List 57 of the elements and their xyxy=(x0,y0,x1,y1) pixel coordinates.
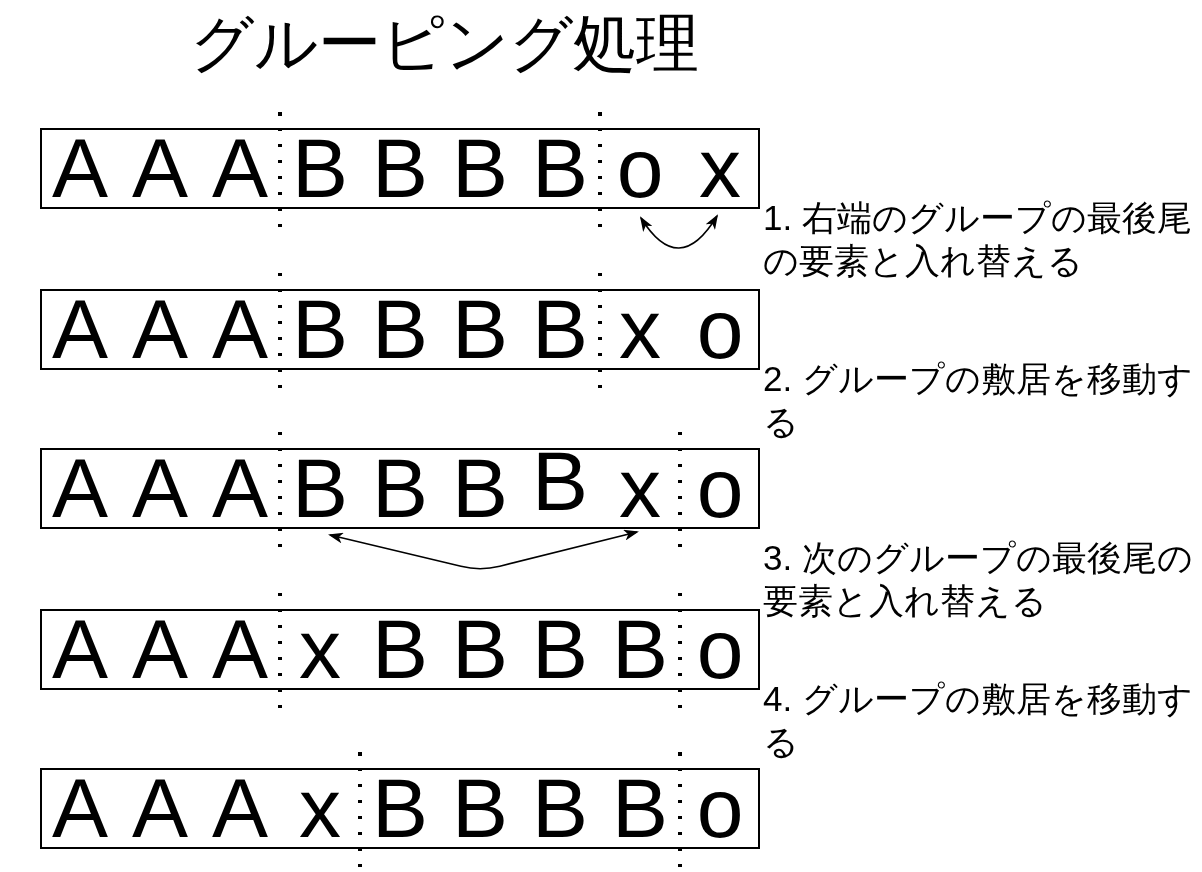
step-note: 4. グループの敷居を移動する xyxy=(763,678,1194,763)
letter: o xyxy=(696,291,744,368)
row-box xyxy=(40,609,760,690)
letter: A xyxy=(212,611,268,688)
letter: o xyxy=(616,130,664,207)
letter: A xyxy=(52,611,108,688)
letter: B xyxy=(372,450,428,527)
letter: A xyxy=(132,611,188,688)
double-headed-arrow xyxy=(639,214,719,249)
letter: x xyxy=(299,611,341,688)
letter: A xyxy=(52,130,108,207)
row-box xyxy=(40,448,760,529)
letter: B xyxy=(452,450,508,527)
letter: B xyxy=(532,611,588,688)
letter: B xyxy=(532,450,588,513)
double-headed-arrow xyxy=(328,529,639,570)
letter: A xyxy=(132,770,188,847)
letter: x xyxy=(619,450,661,527)
letter: x xyxy=(299,770,341,847)
letter: A xyxy=(212,130,268,207)
letter: A xyxy=(52,291,108,368)
letter: x xyxy=(619,291,661,368)
step-note: 2. グループの敷居を移動する xyxy=(763,358,1194,443)
letter: A xyxy=(52,450,108,527)
letter: B xyxy=(452,770,508,847)
letter: B xyxy=(372,130,428,207)
letter: A xyxy=(132,130,188,207)
letter: x xyxy=(699,130,741,207)
letter: A xyxy=(212,770,268,847)
letter: B xyxy=(292,130,348,207)
letter: o xyxy=(696,611,744,688)
letter: B xyxy=(452,611,508,688)
letter: B xyxy=(452,291,508,368)
letter: A xyxy=(132,291,188,368)
letter: B xyxy=(532,130,588,207)
step-note: 1. 右端のグループの最後尾の要素と入れ替える xyxy=(763,197,1193,282)
row-box xyxy=(40,768,760,849)
letter: B xyxy=(372,770,428,847)
letter: B xyxy=(372,611,428,688)
letter: o xyxy=(696,450,744,527)
row-box xyxy=(40,128,760,209)
letter: o xyxy=(696,770,744,847)
letter: B xyxy=(452,130,508,207)
letter: B xyxy=(612,611,668,688)
step-note: 3. 次のグループの最後尾の要素と入れ替える xyxy=(763,537,1194,622)
letter: B xyxy=(292,450,348,527)
letter: B xyxy=(532,291,588,368)
row-box xyxy=(40,289,760,370)
title: グルーピング処理 xyxy=(189,12,699,75)
letter: A xyxy=(212,291,268,368)
letter: A xyxy=(212,450,268,527)
letter: B xyxy=(292,291,348,368)
letter: B xyxy=(532,770,588,847)
letter: A xyxy=(132,450,188,527)
letter: B xyxy=(372,291,428,368)
letter: A xyxy=(52,770,108,847)
letter: B xyxy=(612,770,668,847)
